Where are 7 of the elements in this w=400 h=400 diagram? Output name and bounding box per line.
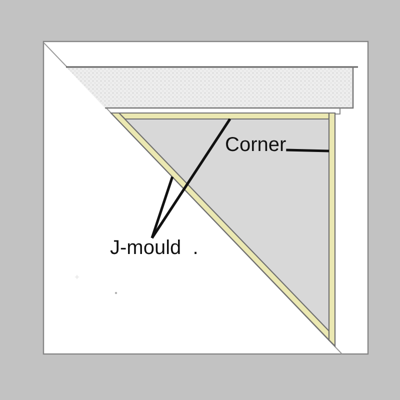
- leader-line: [150, 176, 174, 238]
- part-label: Corner: [225, 135, 286, 155]
- leader-line: [150, 118, 232, 239]
- part-label: J-mould .: [110, 238, 198, 258]
- j-mould-strip: [110, 112, 330, 342]
- j-mould-strip: [118, 112, 330, 120]
- corner-trim-strip: [328, 112, 336, 348]
